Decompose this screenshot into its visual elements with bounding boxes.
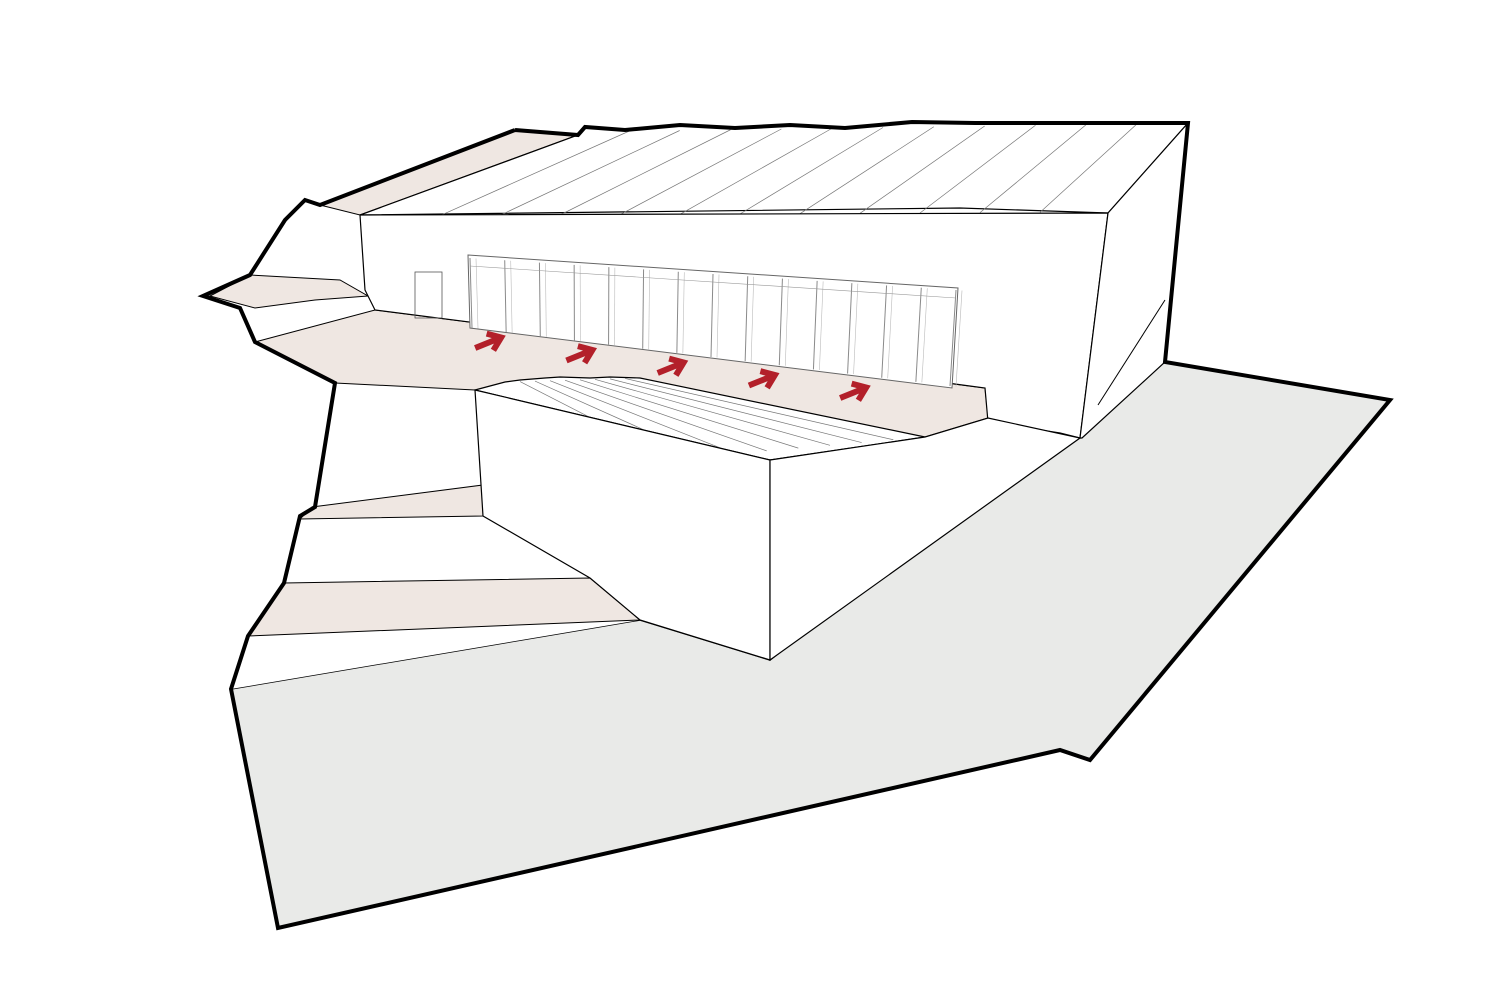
roof-step-line [799, 126, 935, 214]
roof-step-line [739, 127, 884, 215]
lower-roof-step-line [594, 378, 831, 446]
entry-arrow [839, 380, 871, 402]
glazing-mullion-shadow [648, 269, 650, 350]
glazing-mullion-shadow [955, 290, 963, 387]
roof-step-line [559, 129, 731, 216]
roof-step-line [859, 125, 985, 214]
side-fold-line [1097, 299, 1166, 406]
lower-roof-step-line [564, 379, 767, 452]
glazing-frame [467, 254, 959, 389]
site-boundary-outline [197, 119, 1394, 931]
roof-step-line [679, 127, 833, 215]
roof-step-line [619, 128, 782, 215]
glazing-mullion [504, 260, 507, 333]
glazing-mullion-shadow [545, 263, 547, 337]
roof-step-line [1039, 123, 1138, 213]
glazing-mullion-shadow [853, 283, 859, 375]
glazing-mullion-shadow [510, 260, 513, 333]
glazing-transom [469, 265, 957, 299]
glazing-mullion-shadow [784, 279, 789, 366]
glazing-mullion [778, 278, 783, 366]
glazing-mullion-shadow [887, 285, 893, 379]
glazed-facade [467, 254, 963, 389]
main-building-side [1079, 121, 1189, 439]
glazing-mullion-shadow [921, 288, 928, 383]
glazing-mullion [642, 269, 645, 349]
entry-arrow [474, 330, 506, 352]
terrace-left-wedge [208, 274, 370, 309]
glazing-mullion [881, 285, 888, 378]
entry-arrow [747, 368, 780, 390]
glazing-mullion [812, 280, 818, 370]
entry-arrow [656, 355, 689, 377]
lower-roof-step-line [624, 378, 894, 441]
glazing-mullion [710, 273, 714, 358]
glazing-mullion-shadow [819, 281, 824, 370]
lower-roof-step-line [609, 378, 862, 443]
glazing-mullion [469, 257, 473, 329]
glazing-mullion [538, 262, 541, 337]
lower-volume-side [769, 417, 1082, 662]
roof-step-line [979, 124, 1087, 213]
glazing-mullion [676, 271, 679, 353]
glazing-mullion [949, 289, 957, 387]
glazing-mullion [744, 276, 749, 362]
glazing-mullion-shadow [750, 276, 755, 362]
glazing-mullion-shadow [716, 274, 720, 358]
glazing-panels [469, 257, 963, 387]
lower-roof-step-line [579, 379, 799, 449]
roof-step-line [499, 130, 680, 216]
glazing-mullion [915, 287, 922, 382]
entry-arrow [565, 343, 598, 365]
side-door [414, 271, 443, 319]
glazing-mullion-shadow [682, 272, 685, 354]
glazing-mullion [847, 283, 853, 374]
roof-step-line [919, 124, 1036, 214]
entry-arrows [474, 330, 871, 402]
glazing-mullion-shadow [475, 258, 479, 329]
roof-step-lines-main [439, 123, 1138, 216]
lower-roof-step-line [549, 380, 736, 454]
roof-step-line [439, 130, 629, 216]
